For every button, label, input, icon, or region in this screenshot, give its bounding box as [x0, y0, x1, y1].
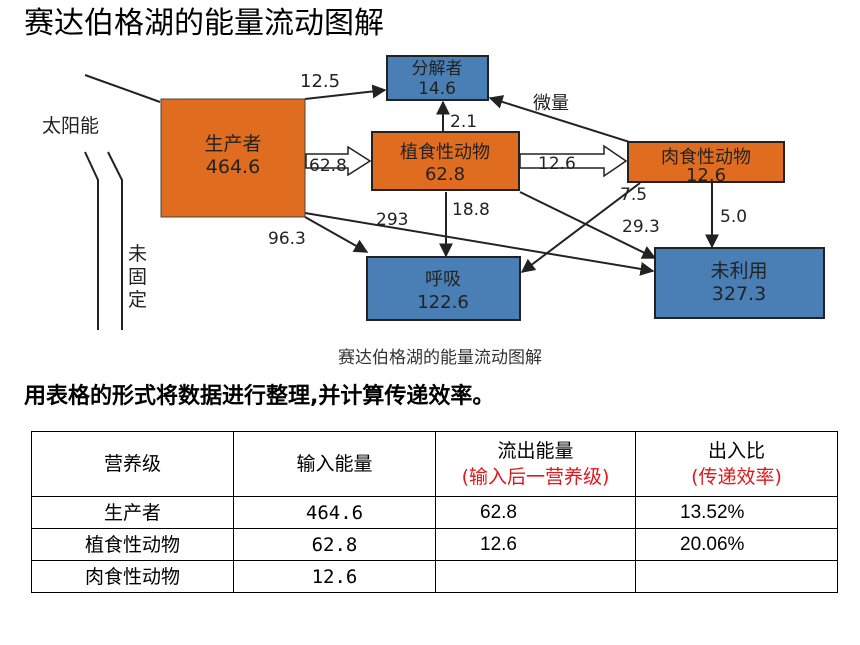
flow-carnivore-decomposer: 微量 — [533, 93, 569, 114]
cell-output: 62.8 — [435, 496, 636, 529]
unfixed-char-1: 未 — [128, 243, 147, 265]
sunlight-line-top — [84, 74, 161, 103]
carnivore-box — [627, 141, 785, 183]
cell-level: 植食性动物 — [31, 528, 234, 561]
header-output-energy: 流出能量(输入后一营养级) — [435, 431, 636, 497]
cell-ratio — [635, 560, 838, 593]
header-trophic-level: 营养级 — [31, 431, 234, 497]
decomposer-value: 14.6 — [418, 79, 456, 99]
flow-herbivore-carnivore: 12.6 — [538, 154, 576, 174]
unfixed-char-2: 固 — [128, 266, 147, 288]
table-row: 生产者 464.6 62.8 13.52% — [31, 496, 838, 529]
flow-herbivore-decomposer: 2.1 — [450, 112, 477, 132]
cell-level: 生产者 — [31, 496, 234, 529]
cell-output: 12.6 — [435, 528, 636, 561]
cell-level: 肉食性动物 — [31, 560, 234, 593]
header-ratio: 出入比(传递效率) — [635, 431, 838, 497]
carnivore-value: 12.6 — [686, 165, 726, 186]
arrow-herbivore-to-unused — [519, 191, 657, 259]
cell-output — [435, 560, 636, 593]
unused-value: 327.3 — [712, 283, 766, 305]
flow-producer-decomposer: 12.5 — [300, 71, 340, 92]
block-arrow-producer-to-herbivore — [305, 145, 372, 177]
arrow-producer-to-respiration — [304, 216, 369, 253]
instruction-text: 用表格的形式将数据进行整理,并计算传递效率。 — [24, 384, 495, 409]
block-arrow-herbivore-to-carnivore — [519, 144, 628, 178]
respiration-value: 122.6 — [417, 292, 469, 313]
flow-herbivore-unused: 29.3 — [622, 217, 660, 237]
sun-label: 太阳能 — [42, 115, 99, 137]
unfixed-line-inner — [107, 151, 123, 330]
arrow-producer-to-decomposer — [304, 84, 387, 100]
cell-input: 464.6 — [233, 496, 436, 529]
respiration-name: 呼吸 — [425, 269, 461, 290]
page-title: 赛达伯格湖的能量流动图解 — [24, 6, 384, 41]
producer-box — [160, 98, 306, 218]
flow-herbivore-respiration: 18.8 — [452, 200, 490, 220]
herbivore-box — [371, 131, 520, 191]
decomposer-box — [386, 55, 489, 101]
flow-carnivore-respiration: 7.5 — [620, 185, 647, 205]
unfixed-char-3: 定 — [128, 289, 147, 311]
diagram-caption: 赛达伯格湖的能量流动图解 — [338, 347, 542, 368]
flow-producer-herbivore: 62.8 — [309, 156, 347, 176]
producer-value: 464.6 — [206, 156, 260, 178]
energy-flow-diagram: 生产者 464.6 分解者 14.6 植食性动物 62.8 肉食性动物 12.6… — [42, 55, 825, 368]
unfixed-line-outer — [84, 151, 99, 330]
herbivore-value: 62.8 — [425, 164, 465, 185]
cell-ratio: 13.52% — [635, 496, 838, 529]
table-row: 肉食性动物 12.6 — [31, 560, 838, 593]
cell-input: 12.6 — [233, 560, 436, 593]
cell-input: 62.8 — [233, 528, 436, 561]
producer-name: 生产者 — [204, 133, 261, 155]
decomposer-name: 分解者 — [412, 59, 463, 79]
energy-table: 营养级 输入能量 流出能量(输入后一营养级) 出入比(传递效率) 生产者 464… — [31, 431, 838, 593]
unused-name: 未利用 — [710, 260, 767, 282]
cell-ratio: 20.06% — [635, 528, 838, 561]
herbivore-name: 植食性动物 — [400, 142, 490, 163]
table-header-row: 营养级 输入能量 流出能量(输入后一营养级) 出入比(传递效率) — [31, 431, 838, 497]
header-input-energy: 输入能量 — [233, 431, 436, 497]
flow-producer-respiration: 96.3 — [268, 229, 306, 249]
flow-producer-unused: 293 — [376, 210, 408, 230]
table-row: 植食性动物 62.8 12.6 20.06% — [31, 528, 838, 561]
unused-box — [654, 247, 825, 319]
flow-carnivore-unused: 5.0 — [720, 207, 747, 227]
arrow-producer-to-unused — [304, 212, 655, 276]
arrow-carnivore-to-respiration — [520, 182, 641, 273]
arrow-carnivore-to-decomposer — [488, 95, 637, 145]
respiration-box — [366, 256, 521, 321]
carnivore-name: 肉食性动物 — [661, 147, 751, 168]
